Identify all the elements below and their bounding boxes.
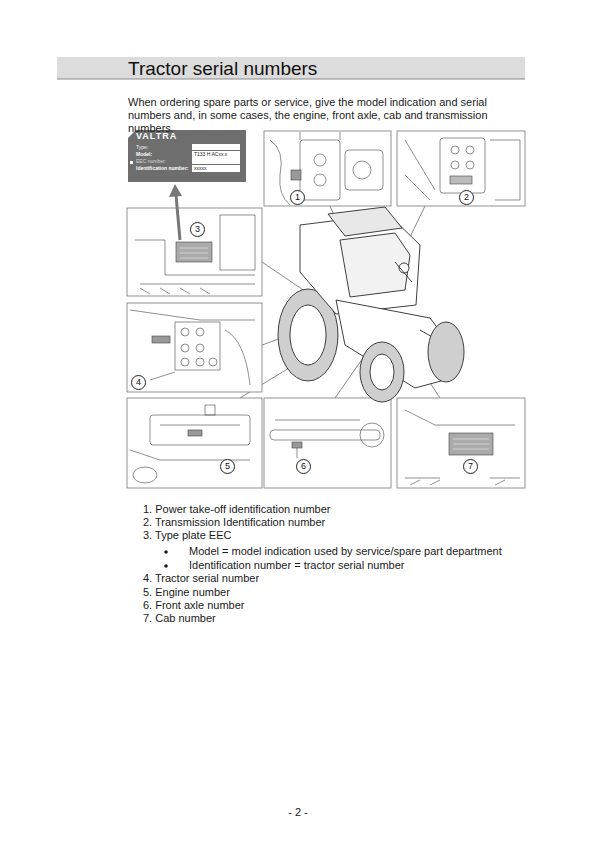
- detail-panels: [127, 131, 525, 488]
- page-title: Tractor serial numbers: [128, 58, 317, 80]
- plate-text: Type:: [136, 144, 148, 151]
- callout-number: 6: [296, 459, 311, 474]
- plate-body: [128, 130, 246, 182]
- bullet-item: Identification number = tractor serial n…: [189, 559, 405, 572]
- tractor-drawing: [278, 207, 464, 402]
- callout-number: 3: [190, 222, 205, 237]
- list-item: 4. Tractor serial number: [143, 572, 259, 585]
- callout-number: 4: [131, 375, 146, 390]
- pto-detail: [270, 132, 383, 205]
- pointer-arrow: [169, 184, 182, 240]
- plate-field: [192, 144, 240, 150]
- list-item: 2. Transmission Identification number: [143, 516, 325, 529]
- plate-text: xxxxx: [192, 165, 240, 172]
- bullet-item: Model = model indication used by service…: [189, 545, 502, 558]
- list-item: 5. Engine number: [143, 586, 230, 599]
- engine-detail: [130, 405, 250, 483]
- plate-field: [192, 158, 240, 164]
- plate-text: EEC number:: [136, 158, 166, 165]
- callout-number: 1: [290, 190, 305, 205]
- title-band: [57, 57, 525, 79]
- plate-text: Identification number:: [136, 165, 189, 172]
- page-number: - 2 -: [288, 806, 308, 819]
- bullet-dot: [164, 550, 168, 554]
- plate-mark: [130, 161, 133, 164]
- list-item: 7. Cab number: [143, 612, 216, 625]
- callout-number: 7: [463, 459, 478, 474]
- plate-text: Model:: [136, 151, 152, 158]
- list-item: 6. Front axle number: [143, 599, 245, 612]
- type-plate-location: [135, 215, 255, 294]
- cab-detail: [405, 410, 520, 485]
- callout-number: 2: [459, 190, 474, 205]
- list-item: 3. Type plate EEC: [143, 529, 231, 542]
- list-item: 1. Power take-off identification number: [143, 503, 331, 516]
- frame-detail: [130, 310, 255, 385]
- type-plate: VALTRAType:Model:T133 H ACxx.xEEC number…: [128, 130, 246, 182]
- bullet-dot: [164, 564, 168, 568]
- plate-text: T133 H ACxx.x: [192, 151, 240, 158]
- intro-text: When ordering spare parts or service, gi…: [128, 96, 528, 135]
- front-axle-detail: [270, 420, 384, 458]
- callout-number: 5: [220, 459, 235, 474]
